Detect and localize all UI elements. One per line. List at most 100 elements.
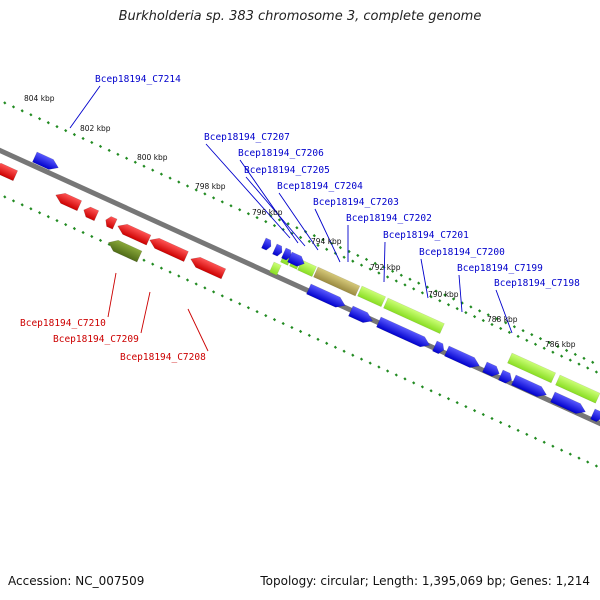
gene-label-reverse: Bcep18194_C7210 <box>20 318 106 329</box>
tick-dot <box>98 238 103 243</box>
tick-dot <box>64 222 68 227</box>
tick-dot <box>499 326 503 331</box>
tick-dot <box>142 164 146 168</box>
tick-dot <box>521 329 525 333</box>
map-title: Burkholderia sp. 383 chromosome 3, compl… <box>118 9 482 24</box>
tick-dot <box>72 132 77 137</box>
tick-dot <box>90 234 94 239</box>
forward-gene-arrow <box>482 361 500 377</box>
gene-label-forward: Bcep18194_C7214 <box>95 74 181 85</box>
leader-line <box>187 308 209 352</box>
tick-dot <box>490 322 494 327</box>
reverse-gene-arrow <box>83 206 100 222</box>
tick-dot <box>298 235 303 240</box>
tick-dot <box>594 370 599 374</box>
forward-gene-arrow <box>261 237 272 251</box>
leader-line <box>245 176 306 247</box>
tick-dot <box>72 226 77 231</box>
tick-dot <box>377 365 381 369</box>
tick-dot <box>90 140 94 145</box>
tick-dot <box>499 420 503 425</box>
tick-dot <box>295 226 299 230</box>
tick-dot <box>516 334 520 338</box>
tick-dot <box>451 297 456 301</box>
tick-label: 786 kbp <box>545 340 576 349</box>
tick-dot <box>290 325 294 330</box>
leader-line <box>383 241 386 283</box>
tick-dot <box>472 408 477 413</box>
tick-dot <box>220 200 224 204</box>
tick-dot <box>316 337 320 341</box>
tick-label: 802 kbp <box>80 124 111 133</box>
tick-dot <box>403 283 407 287</box>
tick-dot <box>321 238 325 242</box>
tick-dot <box>586 366 590 370</box>
tick-dot <box>11 199 16 203</box>
tick-label: 800 kbp <box>137 153 168 162</box>
genome-summary: Topology: circular; Length: 1,395,069 bp… <box>260 574 590 588</box>
tick-dot <box>394 373 398 377</box>
tick-dot <box>417 281 421 285</box>
tick-dot <box>568 358 572 362</box>
tick-dot <box>246 212 251 216</box>
tick-dot <box>533 436 538 440</box>
tick-dot <box>133 160 137 164</box>
reverse-gene-arrow <box>55 193 82 212</box>
tick-dot <box>434 289 438 293</box>
tick-dot <box>159 266 164 270</box>
tick-dot <box>116 152 120 156</box>
tick-dot <box>547 340 551 345</box>
tick-dot <box>525 338 529 342</box>
forward-gene-arrow <box>272 243 283 257</box>
tick-dot <box>64 128 68 133</box>
tick-dot <box>3 101 7 105</box>
tick-dot <box>559 448 564 452</box>
tick-dot <box>446 397 451 401</box>
feature-block-olive <box>313 266 361 297</box>
tick-dot <box>107 242 111 247</box>
tick-dot <box>286 222 290 226</box>
leader-line <box>140 291 151 334</box>
tick-dot <box>81 136 85 141</box>
tick-dot <box>229 298 233 302</box>
tick-dot <box>573 352 577 357</box>
feature-track <box>269 251 600 404</box>
tick-dot <box>408 277 412 281</box>
tick-dot <box>577 362 581 366</box>
tick-dot <box>507 424 512 429</box>
tick-dot <box>504 321 508 325</box>
gene-track <box>0 151 600 422</box>
tick-dot <box>298 329 303 334</box>
label-leader-lines <box>69 85 513 352</box>
tick-dot <box>142 258 146 262</box>
tick-dot <box>168 176 172 180</box>
gene-label-forward: Bcep18194_C7203 <box>313 197 399 208</box>
gene-label-forward: Bcep18194_C7198 <box>494 278 580 289</box>
tick-dot <box>551 350 555 354</box>
tick-dot <box>46 215 50 219</box>
leader-line <box>458 274 463 313</box>
tick-dot <box>591 360 595 364</box>
tick-dot <box>177 180 181 184</box>
tick-dot <box>403 377 407 381</box>
tick-dot <box>364 257 369 262</box>
feature-block <box>555 374 600 404</box>
tick-dot <box>420 385 425 389</box>
forward-gene-arrow <box>511 374 547 397</box>
leader-line <box>420 258 429 299</box>
tick-dot <box>342 349 346 353</box>
feature-block <box>269 261 282 276</box>
tick-dot <box>394 279 398 283</box>
gene-label-reverse: Bcep18194_C7209 <box>53 334 139 345</box>
tick-dot <box>151 168 155 172</box>
reverse-gene-arrow <box>0 163 18 182</box>
tick-dot <box>55 219 59 223</box>
tick-dot <box>255 310 259 314</box>
feature-block <box>357 285 386 308</box>
tick-dot <box>551 444 555 448</box>
tick-dot <box>368 267 372 271</box>
tick-dot <box>507 330 512 335</box>
tick-label: 792 kbp <box>370 263 401 272</box>
tick-dot <box>342 255 346 259</box>
forward-gene-arrow <box>348 305 373 323</box>
